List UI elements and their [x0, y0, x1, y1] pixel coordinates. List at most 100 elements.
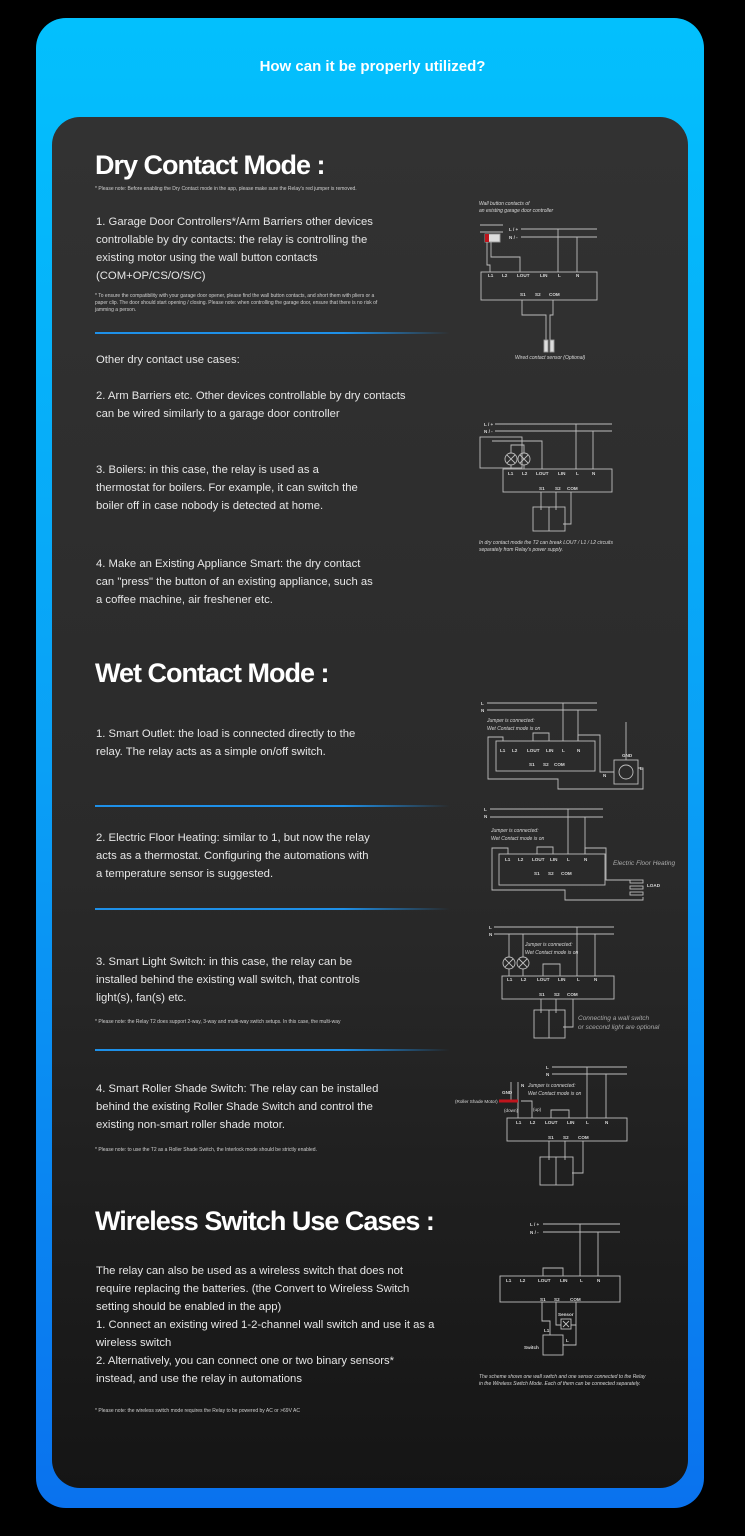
diagram-label: LOUT [536, 471, 549, 476]
diagram-label: L [562, 748, 565, 753]
diagram-label: Jumper is connected: [527, 1083, 576, 1089]
page-title: How can it be properly utilized? [259, 58, 486, 75]
diagram-label: L / + [484, 422, 494, 427]
diagram-label: L1 [505, 857, 511, 862]
diagram-label: LOUT [527, 748, 540, 753]
diagram-roller-shade: LN Jumper is connected:Wet Contact mode … [455, 1065, 628, 1186]
diagram-label: L2 [520, 1278, 526, 1283]
diagram-label: L [566, 1338, 569, 1343]
diagram-label: LIN [560, 1278, 568, 1283]
switch-icon [542, 1334, 564, 1356]
diagram-label: (up) [533, 1107, 542, 1112]
wire [498, 853, 606, 886]
dry-item-appliance: 4. Make an Existing Appliance Smart: the… [96, 558, 373, 606]
diagram-label: L / + [530, 1222, 540, 1227]
diagram-label: S2 [554, 1297, 560, 1302]
dry-item-barriers: 2. Arm Barriers etc. Other devices contr… [96, 390, 406, 420]
diagram-label: LIN [558, 471, 566, 476]
divider [95, 805, 450, 807]
dry-item-garage-note: * To ensure the compatibility with your … [95, 293, 378, 313]
diagram-label: LIN [540, 273, 548, 278]
wire [486, 242, 491, 272]
diagram-label: (down) [504, 1108, 519, 1113]
diagram-label: LOAD [647, 883, 661, 888]
diagram-label: N / - [530, 1230, 539, 1235]
diagram-label: L [567, 857, 570, 862]
diagram-label: or scecond light are optional [578, 1024, 660, 1031]
diagram-smart-outlet: LN Jumper is connected:Wet Contact mode … [481, 701, 644, 790]
wet-contact-heading: Wet Contact Mode : [95, 658, 329, 688]
diagram-label: L2 [530, 1120, 536, 1125]
diagram-label: L1 [544, 1328, 550, 1333]
wire [501, 975, 615, 1000]
wire [562, 1320, 570, 1328]
wire [479, 436, 523, 469]
wire [510, 444, 525, 453]
wall-switch-icon [539, 1156, 574, 1186]
dry-contact-note: * Please note: Before enabling the Dry C… [95, 186, 357, 192]
diagram-label: LOUT [545, 1120, 558, 1125]
diagram-label: COM [561, 871, 572, 876]
wire [502, 468, 613, 493]
wire [549, 300, 554, 340]
diagram-label: (Roller Shade Motor) [455, 1099, 498, 1104]
diagram-label: S1 [534, 871, 540, 876]
wire [563, 492, 572, 525]
diagram-label: Jumper is connected: [490, 828, 539, 834]
divider [95, 1049, 450, 1051]
wet-item-roller-shade: 4. Smart Roller Shade Switch: The relay … [96, 1083, 379, 1131]
diagram-label: LOUT [538, 1278, 551, 1283]
wire [542, 963, 561, 976]
diagram-label: N [605, 1120, 609, 1125]
diagram-label: Wet Contact mode is on [528, 1091, 581, 1097]
caption: Wall button contacts of [479, 201, 530, 207]
diagram-label: L [640, 766, 643, 771]
diagram-label: COM [554, 762, 565, 767]
diagram-label: GND [622, 753, 633, 758]
outlet-icon [613, 759, 639, 785]
wire [536, 846, 554, 854]
wire [487, 736, 644, 790]
wire [506, 454, 529, 464]
diagram-label: LOUT [537, 977, 550, 982]
diagram-label: N [577, 748, 581, 753]
wire [542, 1267, 564, 1276]
wall-switch-icon [533, 1009, 566, 1039]
diagram-label: N [603, 773, 607, 778]
diagram-garage-door: Wall button contacts of an existing gara… [479, 201, 598, 361]
diagram-label: Wet Contact mode is on [487, 726, 540, 732]
diagram-label: COM [570, 1297, 581, 1302]
diagram-label: N [592, 471, 596, 476]
wire [618, 764, 634, 780]
divider [95, 332, 450, 334]
diagram-label: L [577, 977, 580, 982]
load-icon [629, 879, 644, 884]
wire [480, 271, 598, 301]
diagram-label: Switch [524, 1345, 539, 1350]
diagram-label: LOUT [532, 857, 545, 862]
diagram-label: COM [549, 292, 560, 297]
diagram-label: S2 [563, 1135, 569, 1140]
diagram-label: S1 [529, 762, 535, 767]
wire [629, 885, 644, 890]
wire [572, 1141, 584, 1174]
diagram-label: N [484, 814, 488, 819]
wire [550, 1109, 570, 1118]
wire [491, 847, 644, 901]
diagram-label: L2 [522, 471, 528, 476]
contact-sensor-icon [543, 339, 549, 353]
wire [485, 234, 489, 242]
diagram-label: S2 [543, 762, 549, 767]
diagram-label: N [576, 273, 580, 278]
wet-item-roller-note: * Please note: to use the T2 as a Roller… [95, 1147, 317, 1153]
diagram-label: L1 [508, 471, 514, 476]
diagram-light-switch: LN Jumper is connected:Wet Contact mode … [489, 925, 660, 1039]
wire [563, 1325, 577, 1346]
diagram-label: N [584, 857, 588, 862]
diagram-label: L [481, 701, 484, 706]
sensor-icon [560, 1318, 572, 1330]
diagram-label: L2 [518, 857, 524, 862]
diagram-label: L2 [502, 273, 508, 278]
